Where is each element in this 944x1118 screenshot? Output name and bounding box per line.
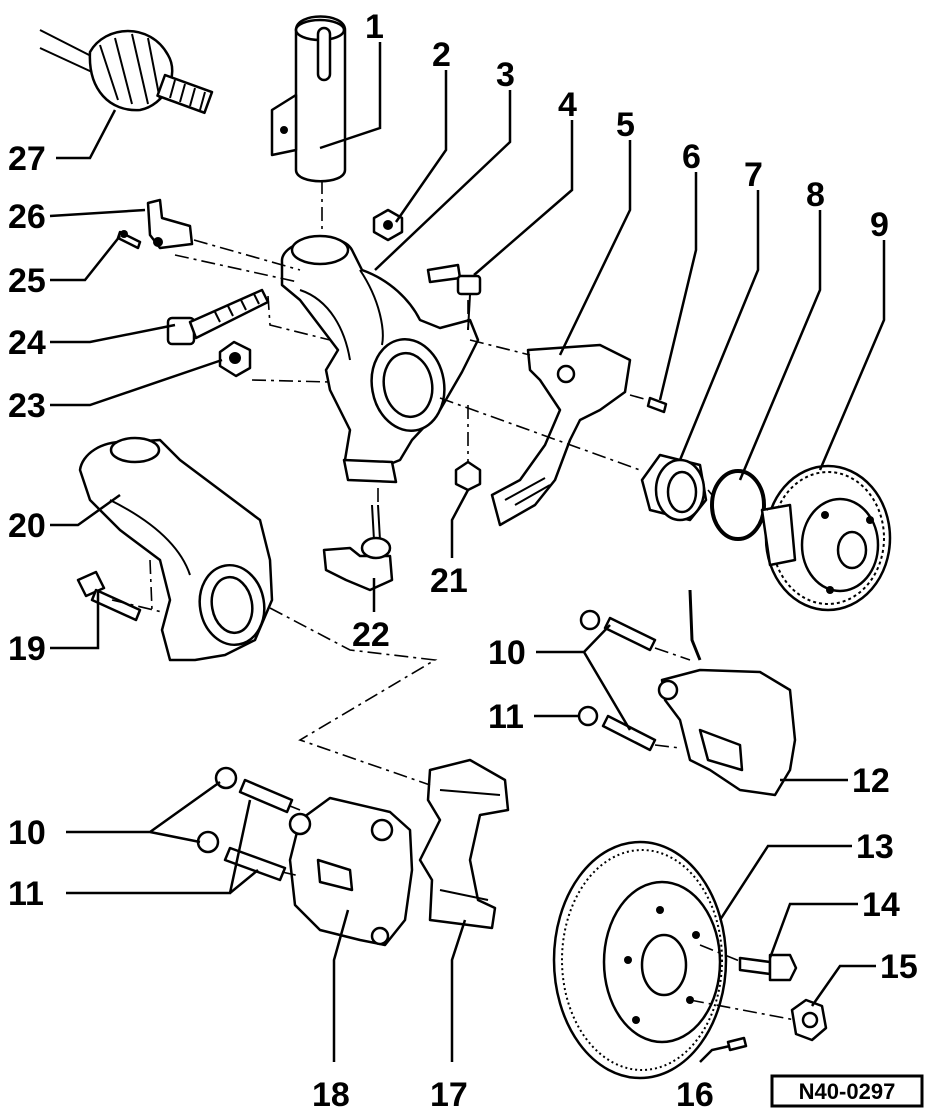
leader-lines (49, 42, 886, 1063)
callout-16: 16 (676, 1076, 714, 1114)
callout-26: 26 (8, 198, 46, 236)
callout-11-lower: 10 (8, 814, 46, 852)
nut-part (372, 208, 404, 242)
brake-caliper-lower-part (288, 796, 414, 947)
pinch-bolt-part (166, 288, 270, 346)
callout-9: 9 (870, 206, 889, 244)
assembly-lines (111, 180, 796, 1021)
callout-10-upper: 10 (488, 634, 526, 672)
callout-19: 19 (8, 630, 46, 668)
hub-nut-part (790, 998, 828, 1042)
disc-screw-part (726, 1036, 748, 1052)
housing-bolt-part (76, 570, 142, 622)
shield-screw-part (646, 396, 668, 414)
reference-code-box: N40-0297 (770, 1074, 924, 1108)
callout-15: 15 (880, 948, 918, 986)
callout-8: 8 (806, 176, 825, 214)
ball-joint-part (322, 504, 394, 592)
callout-5: 5 (616, 106, 635, 144)
callout-20: 20 (8, 507, 46, 545)
callout-23: 23 (8, 387, 46, 425)
brake-disc-part (552, 840, 728, 1080)
wheel-bolt-part (738, 953, 798, 982)
caliper-bolt-part (426, 263, 482, 331)
callout-24: 24 (8, 324, 46, 362)
callout-10-lower: 11 (8, 875, 44, 913)
caliper-carrier-part (418, 758, 510, 930)
pinch-nut-part (218, 340, 252, 378)
guide-pin-lower-part (196, 766, 294, 882)
alt-wheel-bearing-housing-part (78, 436, 274, 662)
callout-14: 14 (862, 886, 900, 924)
wheel-bearing-housing-part (280, 234, 480, 484)
wheel-bearing-part (640, 453, 708, 522)
guide-pin-part (577, 609, 657, 752)
callout-labels: 1 2 3 4 5 6 7 8 9 10 11 12 13 14 15 16 1… (8, 8, 918, 1114)
sensor-screw-part (116, 230, 142, 250)
callout-18: 18 (312, 1076, 350, 1114)
callout-21: 21 (430, 562, 468, 600)
callout-13: 13 (856, 828, 894, 866)
lower-nut-part (454, 460, 482, 492)
callout-4: 4 (558, 86, 577, 124)
callout-27: 27 (8, 140, 46, 178)
callout-3: 3 (496, 56, 515, 94)
brake-caliper-part (657, 589, 797, 797)
circlip-part (710, 469, 766, 541)
callout-11-upper: 11 (488, 698, 524, 736)
callout-17: 17 (430, 1076, 468, 1114)
reference-code: N40-0297 (799, 1079, 896, 1104)
callout-2: 2 (432, 36, 451, 74)
callout-22: 22 (352, 616, 390, 654)
callout-7: 7 (744, 156, 763, 194)
strut-tube-part (270, 15, 347, 183)
drive-shaft-part (39, 29, 214, 115)
wheel-hub-part (760, 464, 892, 612)
speed-sensor-part (146, 198, 194, 250)
splash-shield-part (490, 343, 632, 527)
callout-1: 1 (365, 8, 384, 46)
callout-25: 25 (8, 262, 46, 300)
callout-6: 6 (682, 138, 701, 176)
callout-12: 12 (852, 762, 890, 800)
